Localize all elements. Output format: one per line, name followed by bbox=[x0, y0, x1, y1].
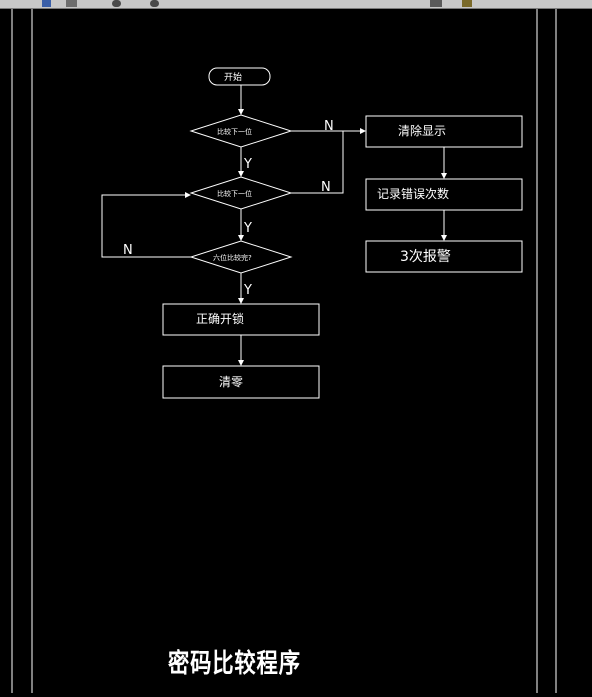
save-icon[interactable] bbox=[42, 0, 51, 7]
print-icon[interactable] bbox=[66, 0, 77, 7]
record-errors-label: 记录错误次数 bbox=[377, 186, 449, 201]
connector-d2-clear bbox=[291, 131, 344, 194]
decision-1-label: 比较下一位 bbox=[217, 127, 252, 136]
alarm-box bbox=[365, 240, 523, 273]
alarm-label: 3次报警 bbox=[400, 249, 451, 265]
connector-d3-loop bbox=[101, 192, 191, 258]
cad-toolbar bbox=[0, 0, 592, 9]
no-label-1: N bbox=[324, 119, 334, 134]
start-terminator bbox=[208, 67, 271, 86]
drawing-title: 密码比较程序 bbox=[168, 649, 301, 679]
no-label-3: N bbox=[123, 243, 133, 258]
no-label-2: N bbox=[321, 180, 331, 195]
zoom-icon[interactable] bbox=[430, 0, 442, 7]
yes-label-2: Y bbox=[243, 221, 252, 236]
decision-3-label: 六位比较完? bbox=[213, 253, 252, 262]
drawing-canvas[interactable]: 开始 比较下一位 比较下一位 六位比较完? 正确开锁 清零 清除显示 记录错误次… bbox=[0, 9, 592, 693]
decision-2-label: 比较下一位 bbox=[217, 189, 252, 198]
layer-icon[interactable] bbox=[462, 0, 472, 7]
unlock-label: 正确开锁 bbox=[196, 311, 244, 326]
undo-icon[interactable] bbox=[112, 0, 121, 7]
yes-label-3: Y bbox=[243, 283, 252, 298]
reset-box bbox=[162, 365, 320, 399]
clear-display-label: 清除显示 bbox=[398, 123, 446, 138]
yes-label-1: Y bbox=[243, 157, 252, 172]
reset-label: 清零 bbox=[219, 375, 243, 389]
redo-icon[interactable] bbox=[150, 0, 159, 7]
flowchart-svg: 开始 比较下一位 比较下一位 六位比较完? 正确开锁 清零 清除显示 记录错误次… bbox=[11, 9, 557, 693]
start-label: 开始 bbox=[224, 71, 242, 83]
